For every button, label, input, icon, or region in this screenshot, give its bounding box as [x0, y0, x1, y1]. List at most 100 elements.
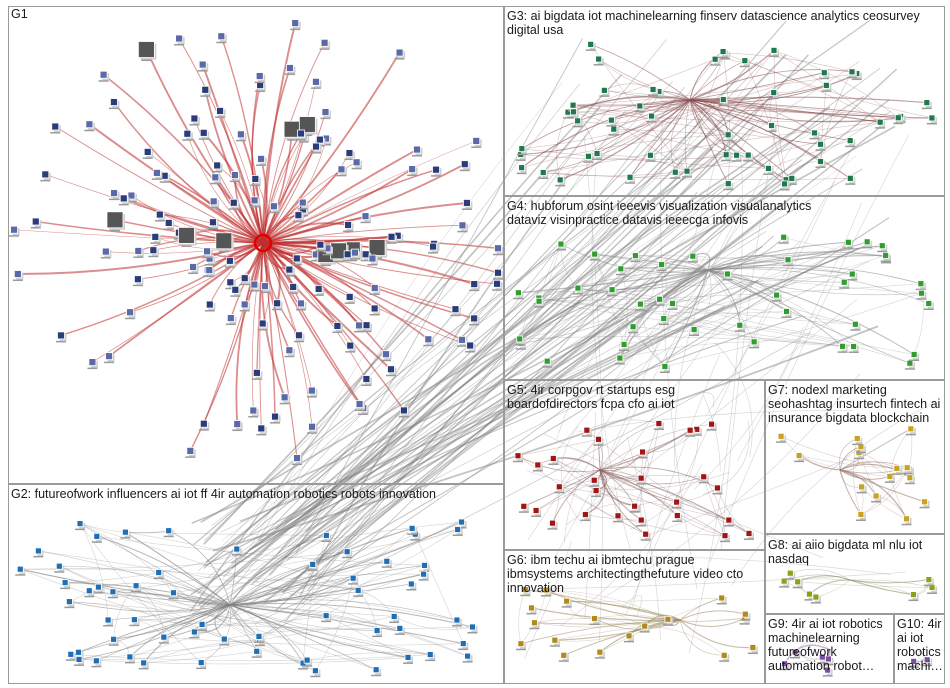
node-g1[interactable] [459, 160, 471, 172]
node-g6[interactable] [716, 594, 727, 605]
node-g1[interactable] [151, 169, 163, 180]
node-g1[interactable] [230, 285, 241, 297]
node-g2[interactable] [310, 667, 321, 678]
node-g4[interactable] [916, 289, 927, 300]
node-g1[interactable] [297, 198, 309, 210]
node-g1[interactable] [137, 41, 157, 62]
node-g5[interactable] [589, 476, 600, 487]
node-g2[interactable] [120, 528, 131, 539]
node-g7[interactable] [919, 498, 930, 509]
node-g1[interactable] [118, 194, 130, 206]
node-g1[interactable] [174, 34, 185, 46]
node-g1[interactable] [126, 191, 137, 203]
node-g9[interactable] [823, 655, 834, 666]
node-g3[interactable] [634, 102, 645, 113]
node-g1[interactable] [55, 331, 67, 343]
node-g3[interactable] [670, 168, 681, 179]
node-g1[interactable] [361, 375, 372, 387]
node-g2[interactable] [33, 547, 44, 558]
node-g5[interactable] [518, 502, 529, 513]
node-g1[interactable] [291, 254, 303, 266]
node-g2[interactable] [371, 666, 382, 677]
node-g4[interactable] [658, 315, 669, 326]
node-g1[interactable] [385, 365, 397, 377]
node-g1[interactable] [268, 202, 280, 214]
node-g3[interactable] [769, 46, 780, 57]
node-g4[interactable] [909, 351, 920, 362]
node-g4[interactable] [848, 343, 859, 354]
node-g1[interactable] [360, 212, 371, 224]
node-g1[interactable] [456, 335, 468, 347]
node-g5[interactable] [671, 498, 682, 509]
node-g1[interactable] [279, 393, 291, 405]
node-g8[interactable] [785, 569, 796, 580]
node-g1[interactable] [354, 400, 366, 412]
node-g1[interactable] [493, 268, 504, 280]
node-g4[interactable] [619, 341, 630, 351]
node-g1[interactable] [215, 232, 234, 253]
node-g1[interactable] [202, 247, 213, 259]
node-g7[interactable] [904, 474, 915, 485]
node-g1[interactable] [272, 299, 283, 311]
node-g6[interactable] [747, 644, 758, 655]
node-g5[interactable] [547, 519, 558, 530]
node-g1[interactable] [296, 129, 307, 141]
node-g2[interactable] [253, 633, 264, 643]
node-g3[interactable] [893, 114, 904, 125]
node-g1[interactable] [98, 70, 110, 82]
node-g1[interactable] [178, 227, 197, 247]
node-g3[interactable] [585, 40, 596, 51]
node-g1[interactable] [87, 358, 98, 370]
node-g9[interactable] [822, 666, 833, 677]
node-g3[interactable] [681, 167, 692, 178]
node-g1[interactable] [469, 314, 480, 326]
node-g5[interactable] [712, 484, 723, 495]
node-g4[interactable] [877, 242, 888, 253]
node-g4[interactable] [847, 270, 858, 281]
node-g5[interactable] [531, 507, 542, 518]
node-g2[interactable] [307, 560, 318, 571]
node-g8[interactable] [908, 591, 919, 602]
node-g4[interactable] [589, 250, 600, 261]
node-g2[interactable] [91, 657, 102, 668]
node-g4[interactable] [572, 284, 583, 295]
node-g2[interactable] [403, 654, 414, 664]
node-g6[interactable] [515, 640, 526, 651]
node-g1[interactable] [292, 454, 303, 466]
node-g1[interactable] [249, 196, 261, 208]
node-g3[interactable] [819, 69, 830, 80]
node-g1[interactable] [351, 158, 363, 170]
node-g1[interactable] [256, 155, 267, 166]
node-g3[interactable] [821, 81, 832, 92]
node-g3[interactable] [516, 164, 527, 175]
node-g4[interactable] [923, 300, 934, 311]
node-g1[interactable] [189, 114, 200, 126]
node-g2[interactable] [452, 526, 463, 537]
node-g3[interactable] [710, 55, 721, 66]
node-g3[interactable] [786, 175, 797, 185]
node-g5[interactable] [612, 512, 623, 523]
node-g1[interactable] [290, 19, 301, 31]
node-g4[interactable] [771, 291, 782, 302]
node-g4[interactable] [850, 320, 861, 331]
node-g1[interactable] [344, 149, 355, 161]
node-g2[interactable] [129, 616, 140, 627]
node-g5[interactable] [640, 530, 651, 541]
node-g6[interactable] [740, 610, 751, 621]
node-g2[interactable] [381, 557, 392, 568]
node-g1[interactable] [104, 352, 115, 364]
node-g1[interactable] [407, 165, 418, 177]
node-g1[interactable] [150, 232, 161, 244]
node-g1[interactable] [154, 210, 166, 222]
node-g4[interactable] [734, 321, 745, 332]
node-g4[interactable] [915, 280, 926, 291]
node-g3[interactable] [846, 68, 857, 79]
node-g1[interactable] [12, 270, 24, 282]
node-g1[interactable] [349, 248, 361, 260]
node-g2[interactable] [462, 652, 473, 663]
node-g2[interactable] [153, 569, 164, 580]
node-g3[interactable] [721, 151, 732, 162]
node-g1[interactable] [298, 116, 318, 137]
node-g2[interactable] [158, 633, 169, 644]
node-g4[interactable] [630, 252, 641, 263]
